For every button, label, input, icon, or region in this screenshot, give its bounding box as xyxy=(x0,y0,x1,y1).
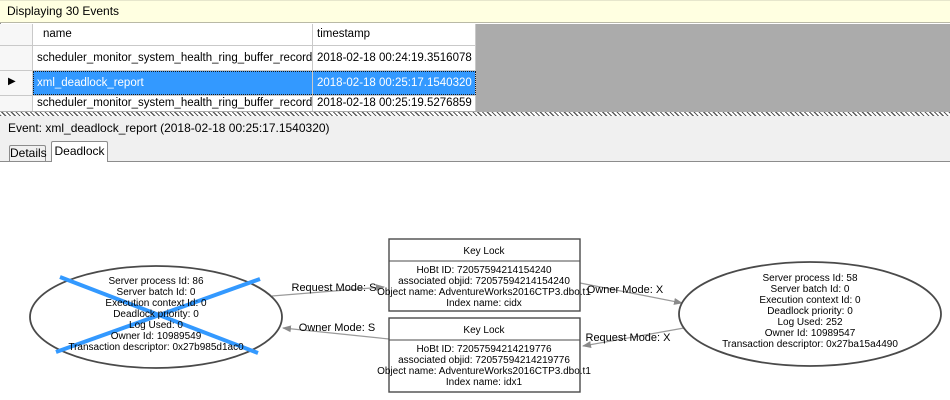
edge-label-request-s: Request Mode: S xyxy=(292,282,377,294)
resource-node-key-lock-1[interactable]: Key Lock HoBt ID: 72057594214154240 asso… xyxy=(377,238,591,312)
edge-request-mode-x: Request Mode: X xyxy=(582,327,685,349)
edge-label-request-x: Request Mode: X xyxy=(586,332,672,344)
grid-torn-edge-divider xyxy=(0,112,950,116)
events-grid: name timestamp scheduler_monitor_system_… xyxy=(0,24,950,112)
row-selector-cell[interactable] xyxy=(0,96,33,111)
event-timestamp-cell[interactable]: 2018-02-18 00:25:17.1540320 xyxy=(313,71,476,95)
process-node-victim[interactable]: Server process Id: 86 Server batch Id: 0… xyxy=(29,265,283,369)
edge-label-owner-s: Owner Mode: S xyxy=(299,322,375,334)
process-line: Log Used: 0 xyxy=(129,320,183,331)
process-line: Owner Id: 10989547 xyxy=(765,328,856,339)
event-detail-tabs: Details Deadlock xyxy=(0,140,950,162)
resource-line: HoBt ID: 72057594214219776 xyxy=(416,344,552,355)
process-node[interactable]: Server process Id: 58 Server batch Id: 0… xyxy=(678,261,942,367)
tab-details[interactable]: Details xyxy=(9,145,47,161)
resource-line: associated objid: 72057594214154240 xyxy=(398,276,570,287)
grid-header-row: name timestamp xyxy=(0,24,476,46)
victim-x-icon xyxy=(55,275,261,355)
event-name-cell[interactable]: scheduler_monitor_system_health_ring_buf… xyxy=(33,96,313,111)
current-row-marker-icon: ▶ xyxy=(8,76,16,87)
edge-owner-mode-x: Owner Mode: X xyxy=(579,282,683,305)
resource-title: Key Lock xyxy=(463,325,505,336)
edge-owner-mode-s: Owner Mode: S xyxy=(282,322,390,340)
process-line: Server batch Id: 0 xyxy=(771,284,850,295)
process-line: Execution context Id: 0 xyxy=(105,298,207,309)
resource-line: associated objid: 72057594214219776 xyxy=(398,355,570,366)
event-row-3[interactable]: scheduler_monitor_system_health_ring_buf… xyxy=(0,96,476,111)
row-selector-cell[interactable]: ▶ xyxy=(0,71,33,95)
resource-line: Object name: AdventureWorks2016CTP3.dbo.… xyxy=(377,287,591,298)
process-line: Server batch Id: 0 xyxy=(117,287,196,298)
resource-line: Index name: cidx xyxy=(446,298,522,309)
grid-corner-cell[interactable] xyxy=(0,24,33,45)
resource-line: Index name: idx1 xyxy=(446,377,523,388)
event-row-1[interactable]: scheduler_monitor_system_health_ring_buf… xyxy=(0,46,476,71)
tab-deadlock[interactable]: Deadlock xyxy=(51,141,108,162)
process-line: Owner Id: 10989549 xyxy=(111,331,202,342)
resource-line: HoBt ID: 72057594214154240 xyxy=(416,265,552,276)
events-count-header: Displaying 30 Events xyxy=(0,0,950,23)
event-name-cell[interactable]: xml_deadlock_report xyxy=(33,71,313,95)
process-line: Server process Id: 58 xyxy=(762,273,857,284)
selected-event-summary: Event: xml_deadlock_report (2018-02-18 0… xyxy=(0,116,950,140)
process-line: Execution context Id: 0 xyxy=(759,295,861,306)
column-header-timestamp[interactable]: timestamp xyxy=(313,24,476,45)
event-name-cell[interactable]: scheduler_monitor_system_health_ring_buf… xyxy=(33,46,313,70)
process-line: Log Used: 252 xyxy=(777,317,842,328)
resource-line: Object name: AdventureWorks2016CTP3.dbo.… xyxy=(377,366,591,377)
event-row-2-selected[interactable]: ▶ xml_deadlock_report 2018-02-18 00:25:1… xyxy=(0,71,476,96)
event-timestamp-cell[interactable]: 2018-02-18 00:25:19.5276859 xyxy=(313,96,476,111)
process-line: Server process Id: 86 xyxy=(108,276,203,287)
resource-title: Key Lock xyxy=(463,246,505,257)
process-line: Deadlock priority: 0 xyxy=(113,309,199,320)
process-line: Transaction descriptor: 0x27ba15a4490 xyxy=(722,339,898,350)
edge-label-owner-x: Owner Mode: X xyxy=(587,284,664,296)
events-table: name timestamp scheduler_monitor_system_… xyxy=(0,24,476,111)
edge-request-mode-s: Request Mode: S xyxy=(271,282,385,297)
deadlock-graph-canvas: Request Mode: S Owner Mode: S Owner Mode… xyxy=(29,238,942,393)
process-line: Transaction descriptor: 0x27b985d1ac0 xyxy=(68,342,244,353)
resource-node-key-lock-2[interactable]: Key Lock HoBt ID: 72057594214219776 asso… xyxy=(377,317,591,393)
event-timestamp-cell[interactable]: 2018-02-18 00:24:19.3516078 xyxy=(313,46,476,70)
column-header-name[interactable]: name xyxy=(33,24,313,45)
process-line: Deadlock priority: 0 xyxy=(767,306,853,317)
row-selector-cell[interactable] xyxy=(0,46,33,70)
